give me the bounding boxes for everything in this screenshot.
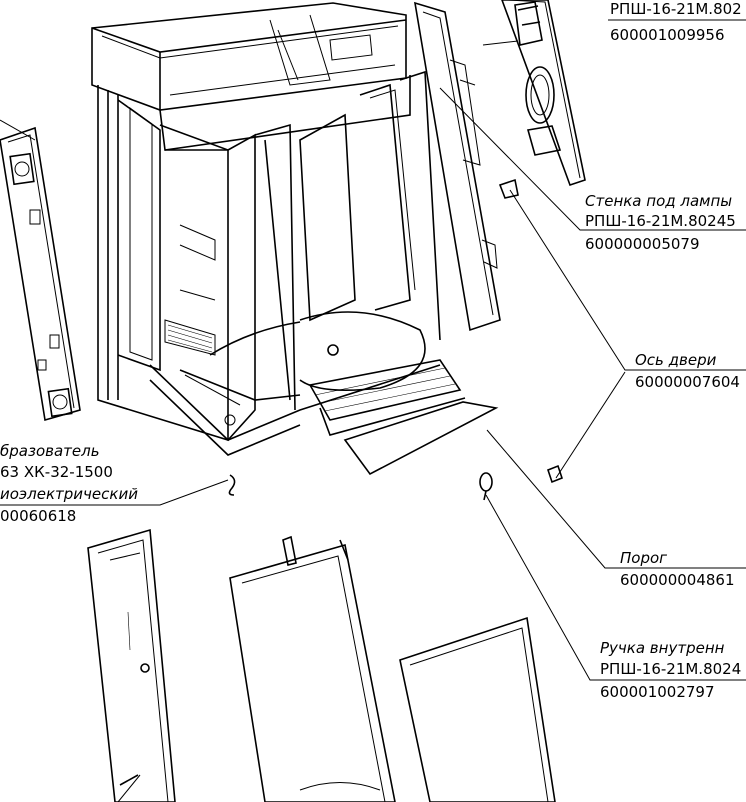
front-column (87, 528, 176, 802)
callout-top-code: 600001009956 (610, 26, 725, 44)
callout-lamp-wall-designation: РПШ-16-21М.80245 (585, 212, 736, 230)
callout-converter-name: бразователь (0, 442, 100, 460)
callout-handle-designation: РПШ-16-21М.8024 (600, 660, 741, 678)
callout-handle-name: Ручка внутренн (600, 639, 725, 657)
converter-lead (228, 474, 236, 496)
callout-converter-type: иоэлектрический (0, 485, 138, 503)
door-axis-part (498, 178, 563, 484)
callout-lamp-wall-code: 600000005079 (585, 235, 700, 253)
callout-top-panel: РПШ-16-21М.802 600001009956 (610, 0, 742, 44)
callout-door-axis-code: 60000007604 (635, 373, 740, 391)
callout-converter-code: 00060618 (0, 507, 76, 525)
callout-handle-code: 600001002797 (600, 683, 715, 701)
callout-threshold: Порог 600000004861 (620, 549, 735, 589)
fan-icon (14, 161, 30, 177)
callout-top-designation: РПШ-16-21М.802 (610, 0, 742, 18)
callout-door-axis-name: Ось двери (635, 351, 717, 369)
fan-icon (52, 394, 68, 410)
cabinet-body (91, 2, 466, 456)
callout-converter: бразователь 63 ХК-32-1500 иоэлектрически… (0, 442, 138, 525)
side-panel-with-fans (0, 126, 81, 422)
lamp-wall-panel (413, 1, 501, 332)
callout-threshold-name: Порог (620, 549, 667, 567)
callout-door-axis: Ось двери 60000007604 (635, 351, 740, 391)
leader-lines (0, 19, 746, 802)
callout-threshold-code: 600000004861 (620, 571, 735, 589)
callout-lamp-wall-name: Стенка под лампы (585, 192, 732, 210)
louvred-top-panel (482, 0, 586, 187)
callout-converter-designation: 63 ХК-32-1500 (0, 463, 113, 481)
callout-lamp-wall: Стенка под лампы РПШ-16-21М.80245 600000… (585, 192, 736, 253)
inner-handle-part (479, 472, 493, 501)
glass-panel (399, 616, 556, 802)
callout-inner-handle: Ручка внутренн РПШ-16-21М.8024 600001002… (600, 639, 741, 701)
threshold-plate (343, 401, 499, 476)
door-frame (229, 535, 396, 802)
